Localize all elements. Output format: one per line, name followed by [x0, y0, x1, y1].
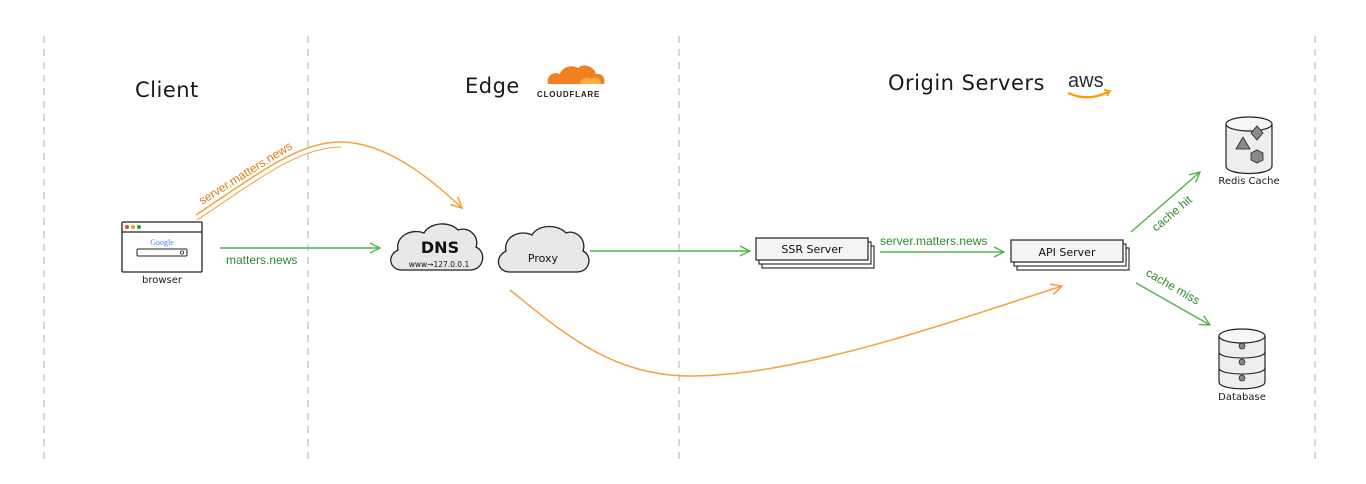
zone-title-client: Client: [135, 78, 199, 102]
edge-api-redis: [1130, 172, 1200, 233]
cloudflare-wordmark: CLOUDFLARE: [537, 90, 600, 99]
dns-mapping: www→127.0.0.1: [409, 260, 470, 269]
redis-cache-node: Redis Cache: [1218, 116, 1280, 187]
ssr-server-node: SSR Server: [755, 237, 875, 269]
edge-browser-dns-orange: [195, 141, 462, 216]
edge-label-ssr-api: server.matters.news: [880, 234, 987, 248]
zone-title-edge: Edge: [465, 74, 520, 98]
triangle-shape-icon: [1235, 136, 1251, 150]
edge-label-server-matters-news: server.matters.news: [196, 139, 294, 208]
search-icon: [179, 250, 184, 255]
google-logo: Google: [150, 238, 174, 247]
diamond-shape-icon: [1250, 125, 1264, 141]
dns-node: DNS www→127.0.0.1: [390, 223, 484, 271]
api-server-label: API Server: [1039, 246, 1096, 259]
database-disk-icon: [1238, 358, 1246, 366]
proxy-node: Proxy: [497, 225, 590, 273]
edge-api-database: [1135, 282, 1210, 325]
database-node: Database: [1218, 328, 1266, 403]
api-server-node: API Server: [1010, 239, 1130, 271]
zone-title-origin: Origin Servers: [888, 71, 1045, 95]
window-maximize-dot: [137, 225, 141, 229]
database-label: Database: [1218, 392, 1266, 403]
dns-title: DNS: [421, 238, 459, 257]
edge-label-matters-news: matters.news: [226, 253, 297, 267]
hexagon-shape-icon: [1250, 149, 1264, 164]
redis-cache-label: Redis Cache: [1218, 176, 1279, 187]
edge-dns-api-orange: [509, 286, 1062, 377]
edge-label-cache-miss: cache miss: [1144, 265, 1203, 307]
database-disk-icon: [1238, 374, 1246, 382]
window-minimize-dot: [131, 225, 135, 229]
edge-label-cache-hit: cache hit: [1149, 192, 1195, 234]
browser-search-bar: [136, 248, 188, 257]
browser-label: browser: [142, 275, 183, 286]
aws-wordmark: aws: [1068, 70, 1104, 92]
ssr-server-label: SSR Server: [781, 243, 843, 256]
cloudflare-logo: CLOUDFLARE: [537, 65, 605, 99]
aws-logo: aws: [1067, 70, 1112, 99]
browser-node: Google browser: [121, 221, 203, 286]
database-disk-icon: [1238, 342, 1246, 350]
window-close-dot: [125, 225, 129, 229]
proxy-label: Proxy: [528, 252, 559, 265]
